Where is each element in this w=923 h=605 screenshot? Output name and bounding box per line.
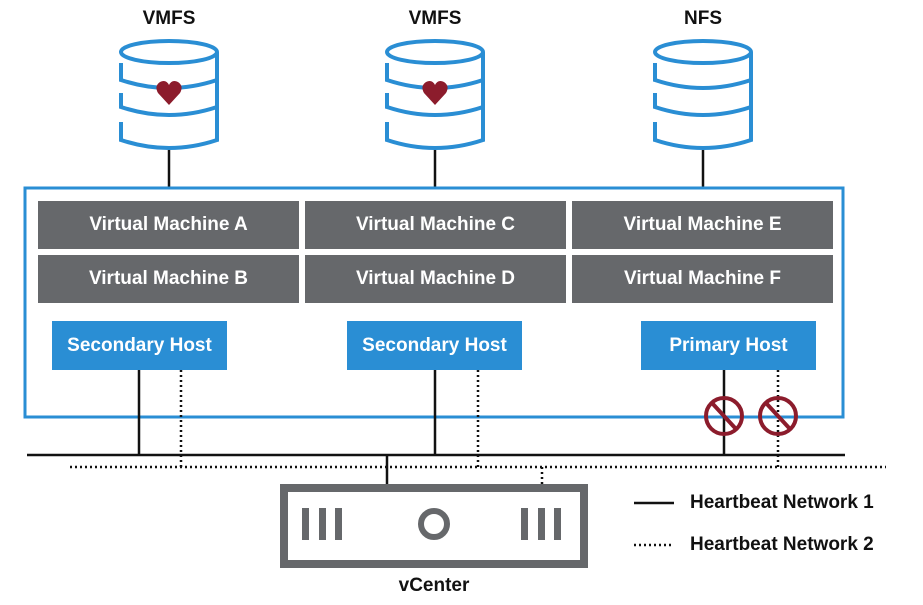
datastore-label-3: NFS (684, 8, 722, 29)
vm-a[interactable]: Virtual Machine A (38, 201, 299, 249)
vm-f[interactable]: Virtual Machine F (572, 255, 833, 303)
legend-network1-label: Heartbeat Network 1 (690, 492, 874, 513)
blocked-icon-network2 (758, 396, 798, 436)
blocked-icon-network1 (704, 396, 744, 436)
vm-b[interactable]: Virtual Machine B (38, 255, 299, 303)
datastore-icon-1 (118, 39, 219, 150)
primary-host[interactable]: Primary Host (641, 321, 816, 370)
vm-c[interactable]: Virtual Machine C (305, 201, 566, 249)
vcenter-appliance-icon (280, 484, 588, 568)
vm-e[interactable]: Virtual Machine E (572, 201, 833, 249)
datastore-label-2: VMFS (408, 8, 462, 29)
secondary-host-1[interactable]: Secondary Host (52, 321, 227, 370)
datastore-label-1: VMFS (142, 8, 196, 29)
secondary-host-2[interactable]: Secondary Host (347, 321, 522, 370)
vm-d[interactable]: Virtual Machine D (305, 255, 566, 303)
heart-icon-1 (156, 81, 182, 105)
datastore-icon-3 (653, 39, 753, 150)
heart-icon-2 (422, 81, 448, 105)
vcenter-label: vCenter (398, 575, 470, 596)
legend-network2-label: Heartbeat Network 2 (690, 534, 874, 555)
